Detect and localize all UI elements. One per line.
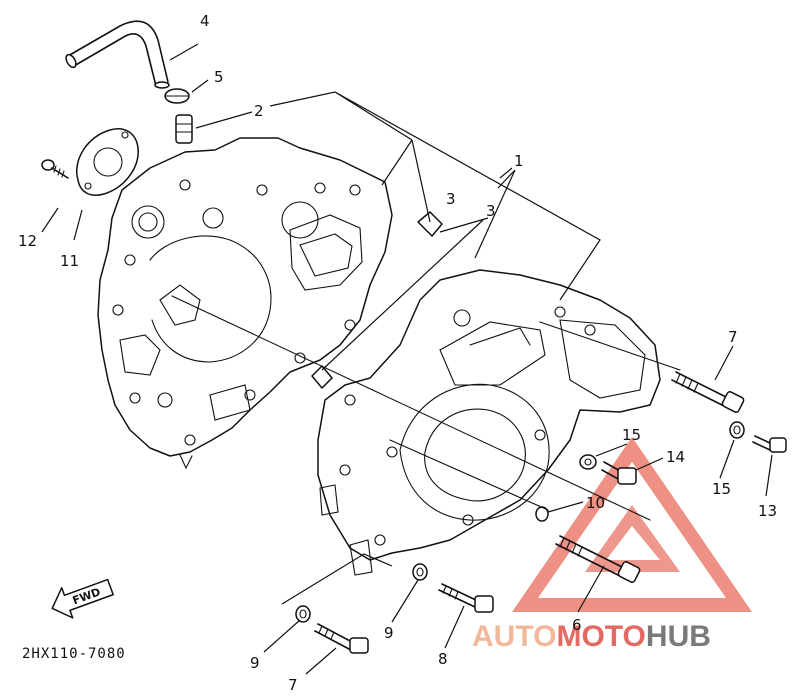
hose-clip bbox=[164, 88, 190, 104]
crankcase-right bbox=[317, 269, 661, 576]
callout-labels: 4 5 2 1 3 3 12 11 7 15 14 15 13 10 6 9 8… bbox=[18, 12, 777, 694]
alignment-lines bbox=[171, 295, 681, 521]
watermark-text: AUTOMOTOHUB bbox=[472, 620, 711, 653]
callout-6: 6 bbox=[572, 616, 582, 634]
callout-10: 10 bbox=[586, 494, 605, 512]
watermark-triangle-inner bbox=[585, 505, 680, 572]
washer-9-left bbox=[295, 605, 311, 623]
bolt-14 bbox=[601, 461, 637, 485]
washer-middle bbox=[579, 454, 597, 470]
callout-9-right: 9 bbox=[384, 624, 394, 642]
callout-7-right: 7 bbox=[728, 328, 738, 346]
gasket bbox=[76, 128, 139, 196]
callout-14: 14 bbox=[666, 448, 685, 466]
bolt-long-right bbox=[671, 371, 745, 413]
bolt-7-lower bbox=[314, 623, 369, 654]
callout-15-right: 15 bbox=[712, 480, 731, 498]
bolt-short-13 bbox=[752, 435, 787, 453]
watermark-moto: MOTO bbox=[556, 620, 645, 653]
breather-nipple bbox=[175, 114, 193, 144]
drawing-code: 2HX110-7080 bbox=[22, 646, 126, 662]
bolt-6 bbox=[555, 535, 641, 583]
watermark-hub: HUB bbox=[646, 620, 711, 653]
fwd-arrow-icon: FWD bbox=[51, 578, 114, 619]
callout-4: 4 bbox=[200, 12, 210, 30]
callout-5: 5 bbox=[214, 68, 224, 86]
screw-small bbox=[41, 159, 69, 179]
watermark-auto: AUTO bbox=[472, 620, 556, 653]
callout-7-lower: 7 bbox=[288, 676, 298, 694]
callout-8: 8 bbox=[438, 650, 448, 668]
dowel-pin-lower bbox=[311, 365, 333, 389]
callout-13: 13 bbox=[758, 502, 777, 520]
callout-12: 12 bbox=[18, 232, 37, 250]
callout-9-left: 9 bbox=[250, 654, 260, 672]
crankcase-left bbox=[97, 137, 393, 470]
breather-hose bbox=[65, 20, 170, 89]
callout-2: 2 bbox=[254, 102, 264, 120]
washer-9-right bbox=[412, 563, 428, 581]
callout-3-lower: 3 bbox=[486, 202, 496, 220]
callout-15-middle: 15 bbox=[622, 426, 641, 444]
dowel-pin-upper bbox=[417, 211, 443, 237]
watermark-logo bbox=[512, 437, 752, 612]
watermark-triangle-outer bbox=[512, 437, 752, 612]
callout-11: 11 bbox=[60, 252, 79, 270]
bolt-8 bbox=[438, 583, 494, 613]
callout-3-upper: 3 bbox=[446, 190, 456, 208]
leader-lines bbox=[41, 43, 773, 675]
washer-right bbox=[729, 421, 745, 439]
callout-1: 1 bbox=[514, 152, 524, 170]
